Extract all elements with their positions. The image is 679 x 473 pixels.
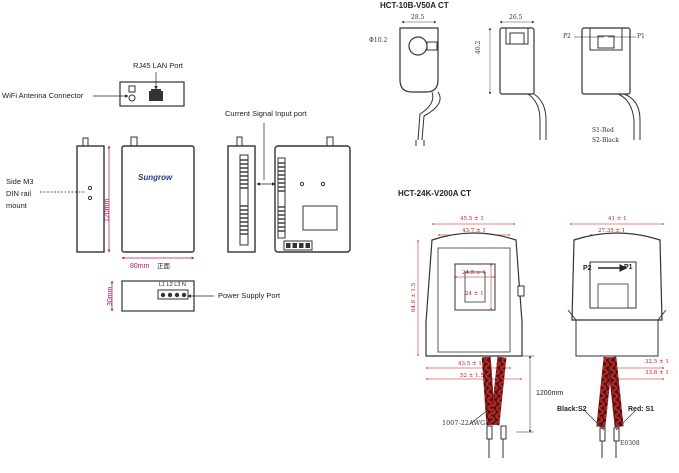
label-side-line1: Side M3 xyxy=(6,177,34,186)
ct1-title: HCT-10B-V50A CT xyxy=(380,1,449,10)
meter-top-view xyxy=(93,72,185,107)
label-wifi-antenna: WiFi Antenna Connector xyxy=(2,91,84,100)
ct2-dim-top2: 43.7 ± 1 xyxy=(462,228,486,234)
label-current-input: Current Signal Input port xyxy=(225,109,307,118)
label-power-supply: Power Supply Port xyxy=(218,291,281,300)
ct2-p1: P1 xyxy=(624,264,633,271)
ct1-dim-width-side: 26.5 xyxy=(509,14,523,21)
ct1-p1: P1 xyxy=(637,33,645,40)
ct2-p2: P2 xyxy=(583,265,592,272)
ct2-dim-top1: 45.5 ± 1 xyxy=(460,216,484,222)
ct1-s2: S2-Black xyxy=(592,137,619,144)
meter-side-view xyxy=(40,137,105,253)
ct1-dim-height: 40.2 xyxy=(475,40,482,54)
label-side-line2: DIN rail xyxy=(6,189,32,198)
label-front: 正面 xyxy=(157,262,170,270)
ct1-dim-width-front: 28.5 xyxy=(411,14,425,21)
ct2-dim-top4: 27.35 ± 1 xyxy=(598,228,626,234)
ct2-black-s2: Black:S2 xyxy=(557,406,587,413)
ct2-cable-length: 1200mm xyxy=(536,390,564,397)
ct2-side-view xyxy=(567,223,667,458)
meter-front-view xyxy=(107,136,195,260)
ct2-dim-height: 64.6 ± 1.5 xyxy=(411,282,417,312)
meter-rear-side-view xyxy=(227,136,256,253)
ct1-s1: S1-Red xyxy=(592,127,614,134)
label-terminals: L1 L2 L3 N xyxy=(159,282,186,288)
meter-back-view xyxy=(256,123,351,253)
label-side-line3: mount xyxy=(6,201,27,210)
ct2-dim-bottom2: 52 ± 1.5 xyxy=(460,373,484,379)
dim-width: 80mm xyxy=(130,263,150,270)
ct1-front-view xyxy=(399,20,441,146)
ct2-code: E0308 xyxy=(620,440,640,447)
ct2-front-view xyxy=(417,223,534,458)
ct1-p2: P2 xyxy=(563,33,571,40)
brand-logo: Sungrow xyxy=(138,173,173,182)
meter-bottom-view xyxy=(110,280,214,312)
dim-depth: 30mm xyxy=(107,286,114,306)
dim-height: 120mm xyxy=(104,198,111,222)
ct2-title: HCT-24K-V200A CT xyxy=(398,189,472,198)
ct2-dim-top3: 41 ± 1 xyxy=(608,216,627,222)
ct1-dim-diameter: Φ10.2 xyxy=(369,37,388,44)
ct2-dim-window-w: 24.5 ± 1 xyxy=(462,270,486,276)
ct1-back-view xyxy=(574,27,641,140)
ct2-awg: 1007-22AWG xyxy=(442,419,486,427)
ct1-side-view xyxy=(488,20,547,140)
ct2-red-s1: Red: S1 xyxy=(628,406,655,413)
ct2-dim-bottom1: 43.5 ± 1 xyxy=(458,361,482,367)
ct2-dim-right1: 32.5 ± 1 xyxy=(645,359,669,365)
ct2-dim-right2: 33.8 ± 1 xyxy=(645,370,669,376)
label-rj45-port: RJ45 LAN Port xyxy=(133,61,184,70)
ct2-dim-window-h: 24 ± 1 xyxy=(465,291,484,297)
